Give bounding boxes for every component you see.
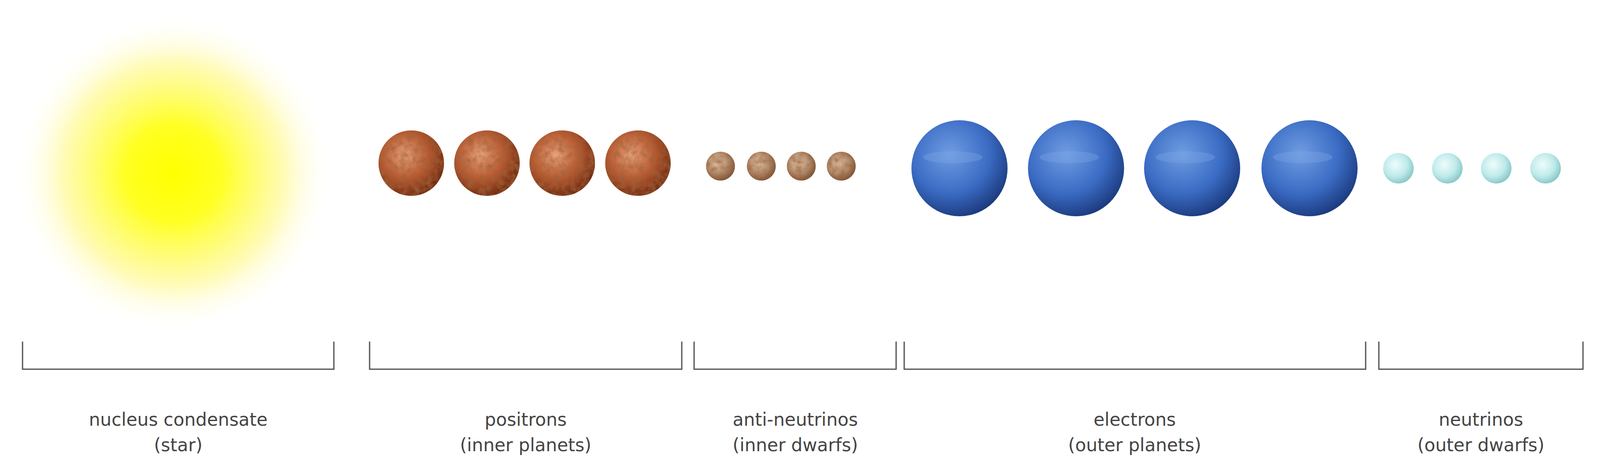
group-label: electrons (outer planets) xyxy=(1067,407,1203,459)
group-bracket xyxy=(369,341,682,370)
planet-band xyxy=(1039,151,1099,164)
outer-planet xyxy=(911,120,1008,217)
planet-band xyxy=(922,151,983,164)
group-label: nucleus condensate (star) xyxy=(88,407,269,459)
outer-dwarf xyxy=(1383,153,1414,184)
outer-planet xyxy=(1144,120,1241,217)
outer-dwarf xyxy=(1432,153,1463,184)
inner-dwarf xyxy=(746,151,776,181)
outer-dwarf xyxy=(1530,153,1561,184)
planet-band xyxy=(1272,151,1333,164)
group-label: neutrinos (outer dwarfs) xyxy=(1416,407,1546,459)
inner-dwarf xyxy=(826,151,856,181)
group-label: positrons (inner planets) xyxy=(458,407,593,459)
planet-band xyxy=(1155,151,1216,164)
group-bracket xyxy=(694,341,897,370)
inner-planet xyxy=(529,130,596,197)
group-bracket xyxy=(1378,341,1583,370)
inner-planet xyxy=(378,130,445,197)
outer-dwarf xyxy=(1480,153,1512,184)
group-label: anti-neutrinos (inner dwarfs) xyxy=(731,407,860,459)
outer-planet xyxy=(1027,120,1125,217)
inner-dwarf xyxy=(786,151,816,181)
inner-dwarf xyxy=(706,151,735,181)
outer-planet xyxy=(1261,120,1358,217)
group-bracket xyxy=(22,341,334,370)
inner-planet xyxy=(454,130,520,197)
group-bracket xyxy=(904,341,1366,370)
star xyxy=(15,15,332,332)
inner-planet xyxy=(605,130,671,197)
